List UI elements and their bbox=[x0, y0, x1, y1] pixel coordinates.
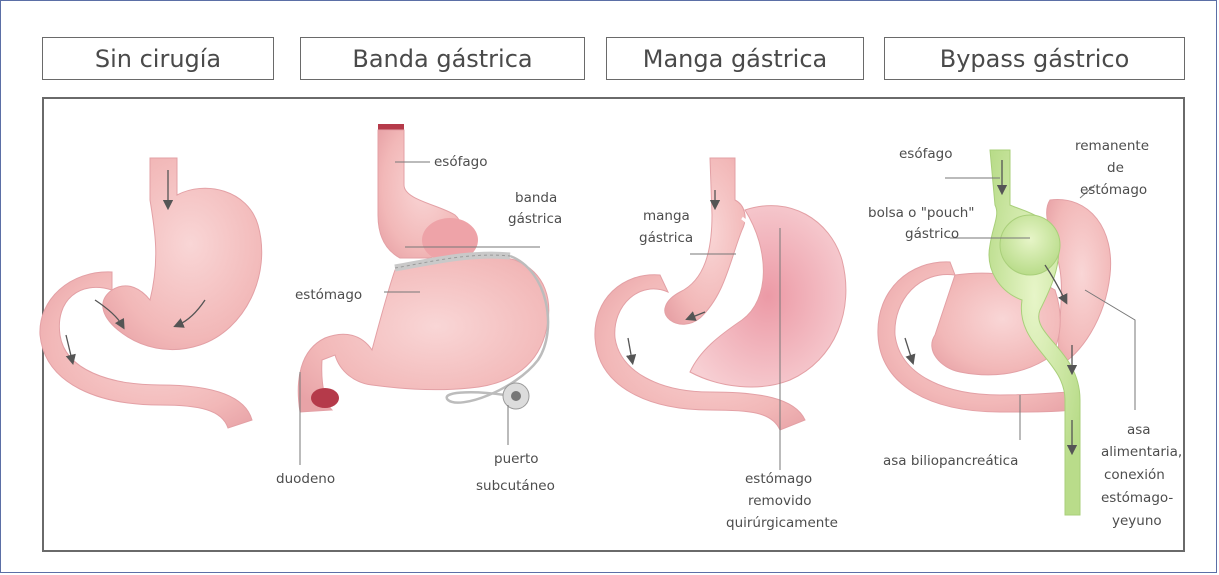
label-alimentaria-3: conexión bbox=[1104, 467, 1165, 483]
label-remanente-3: estómago bbox=[1080, 182, 1147, 198]
label-manga-2: gástrica bbox=[639, 230, 693, 246]
label-estomago-banda: estómago bbox=[295, 287, 362, 303]
label-alimentaria-4: estómago- bbox=[1101, 490, 1173, 506]
label-remanente-1: remanente bbox=[1075, 138, 1149, 154]
label-manga-1: manga bbox=[643, 208, 690, 224]
label-esofago-bypass: esófago bbox=[899, 146, 952, 162]
label-removido-1: estómago bbox=[745, 471, 812, 487]
label-removido-2: removido bbox=[748, 493, 812, 509]
label-pouch-2: gástrico bbox=[905, 226, 959, 242]
stomach-normal bbox=[40, 158, 262, 428]
label-remanente-2: de bbox=[1107, 160, 1124, 176]
label-alimentaria-5: yeyuno bbox=[1112, 513, 1162, 529]
stomach-sleeve bbox=[595, 158, 846, 470]
label-alimentaria-2: alimentaria, bbox=[1101, 444, 1182, 460]
label-banda-1: banda bbox=[515, 190, 557, 206]
label-banda-2: gástrica bbox=[508, 211, 562, 227]
label-puerto-2: subcutáneo bbox=[476, 478, 555, 494]
label-biliopancreatica: asa biliopancreática bbox=[883, 453, 1018, 469]
label-duodeno: duodeno bbox=[276, 471, 335, 487]
label-alimentaria-1: asa bbox=[1127, 422, 1151, 438]
label-removido-3: quirúrgicamente bbox=[726, 515, 838, 531]
label-pouch-1: bolsa o "pouch" bbox=[868, 205, 975, 221]
label-puerto-1: puerto bbox=[494, 451, 539, 467]
label-esofago-banda: esófago bbox=[434, 154, 487, 170]
